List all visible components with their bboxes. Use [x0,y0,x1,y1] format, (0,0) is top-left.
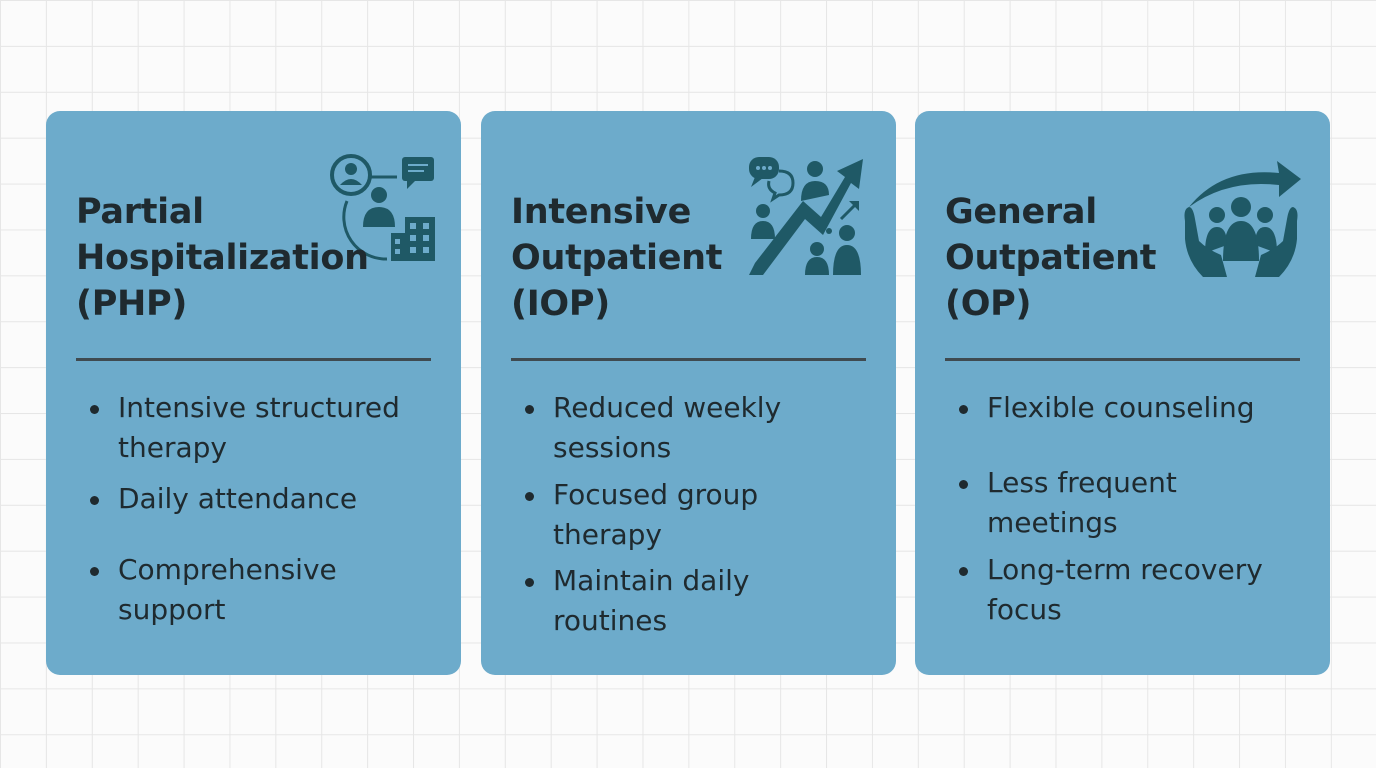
list-item: Long-term recovery focus [959,550,1299,630]
title-line: Intensive [511,192,692,232]
card-op: General Outpatient (OP) Flexible counsel… [915,111,1330,675]
title-line: Outpatient [511,238,723,278]
title-line: Outpatient [945,238,1157,278]
list-item: Focused group therapy [525,475,865,555]
card-title: Partial Hospitalization (PHP) [76,189,376,327]
title-line: (OP) [945,284,1032,324]
list-item: Less frequent meetings [959,463,1299,543]
hands-holding-group-icon [1184,161,1301,277]
list-item: Flexible counseling [959,388,1299,428]
card-php: Partial Hospitalization (PHP) Intensive … [46,111,461,675]
group-growth-arrow-icon [749,157,863,275]
title-line: General [945,192,1097,232]
list-item: Comprehensive support [90,550,430,630]
card-title: Intensive Outpatient (IOP) [511,189,811,327]
title-line: (PHP) [76,284,188,324]
title-line: (IOP) [511,284,610,324]
people-network-building-icon [330,154,435,261]
card-title: General Outpatient (OP) [945,189,1245,327]
list-item: Maintain daily routines [525,561,865,641]
list-item: Reduced weekly sessions [525,388,865,468]
divider [76,358,431,361]
card-iop: Intensive Outpatient (IOP) Reduced weekl… [481,111,896,675]
list-item: Intensive structured therapy [90,388,430,468]
list-item: Daily attendance [90,479,430,519]
divider [945,358,1300,361]
title-line: Hospitalization [76,238,369,278]
title-line: Partial [76,192,204,232]
divider [511,358,866,361]
